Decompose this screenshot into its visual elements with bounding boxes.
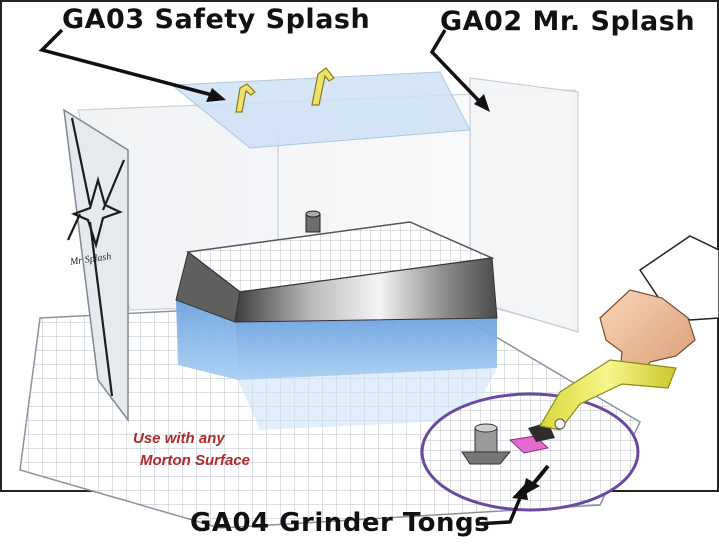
grinder-spindle-icon [305,210,321,233]
water-tank-front [235,318,497,380]
mr-splash-logo-icon [67,117,126,397]
arrow-heads [206,88,528,500]
safety-splash-handles [235,67,335,113]
surface-note-line2: Morton Surface [140,452,251,469]
water-tank [176,300,238,380]
label-ga04-grinder-tongs: GA04 Grinder Tongs [190,508,491,538]
surface-note-line1: Use with any [133,430,225,447]
hand-holding-tongs [539,235,719,431]
label-ga03-safety-splash: GA03 Safety Splash [62,4,371,35]
callout-arrows [38,28,522,526]
grinder-tongs-inset [420,392,640,512]
mr-splash-right-panel [469,77,579,333]
grinder-machine-front [234,257,498,323]
label-ga02-mr-splash: GA02 Mr. Splash [440,6,696,37]
